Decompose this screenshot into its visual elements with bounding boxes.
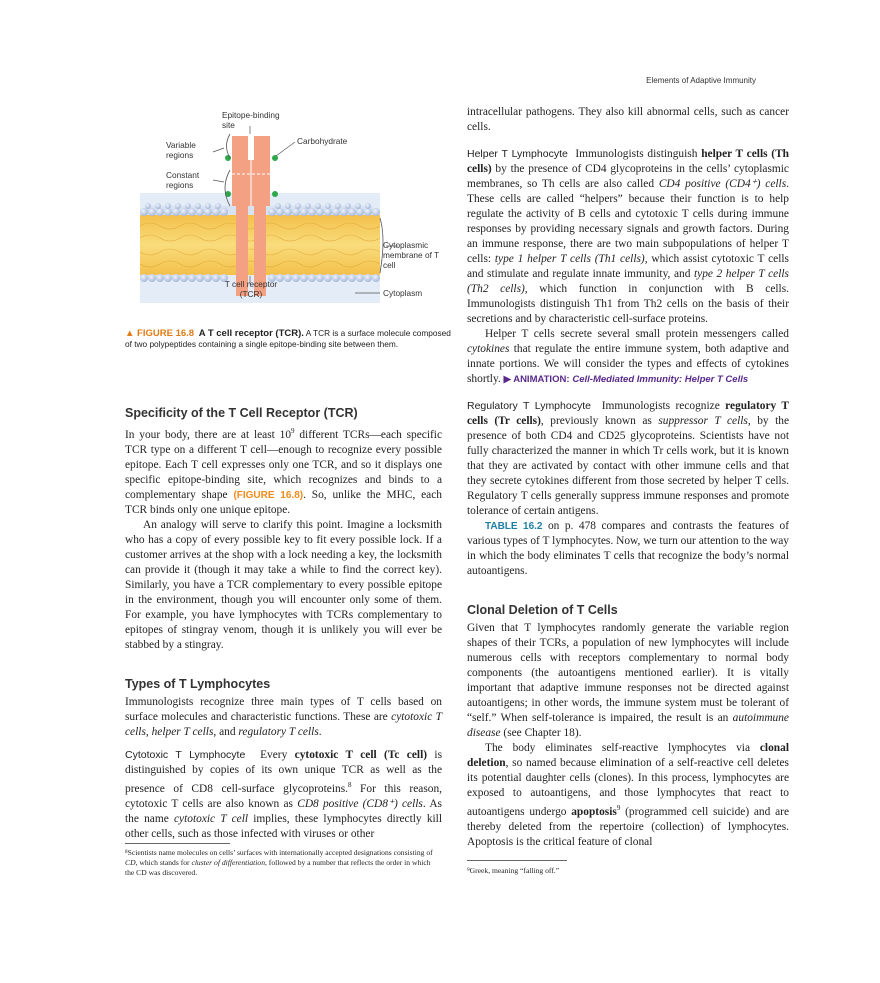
phospholipid-heads-top <box>140 203 380 216</box>
right-column: intracellular pathogens. They also kill … <box>467 105 789 850</box>
paragraph: Cytotoxic T Lymphocyte Every cytotoxic T… <box>125 748 443 840</box>
paragraph: Given that T lymphocytes randomly genera… <box>467 622 789 739</box>
figure-number: ▲ FIGURE 16.8 <box>125 328 195 339</box>
paragraph: Helper T cells secrete several small pro… <box>467 328 789 385</box>
label-cytoplasm: Cytoplasm <box>383 288 423 298</box>
paragraph: Regulatory T Lymphocyte Immunologists re… <box>467 400 790 517</box>
run-in-heading: Cytotoxic T Lymphocyte <box>125 748 246 761</box>
label-cytoplasmic-membrane: Cytoplasmic membrane of T cell <box>383 240 439 270</box>
footnote-rule <box>125 843 230 844</box>
label-carbohydrate: Carbohydrate <box>297 136 348 146</box>
heading-clonal-deletion: Clonal Deletion of T Cells <box>467 603 618 617</box>
paragraph: intracellular pathogens. They also kill … <box>467 106 789 133</box>
paragraph: Immunologists recognize three main types… <box>125 695 442 738</box>
run-in-heading: Regulatory T Lymphocyte <box>467 400 591 412</box>
footnote-8: ⁸Scientists name molecules on cells’ sur… <box>125 848 433 877</box>
label-constant-regions: Constant regions <box>166 170 200 190</box>
figure-caption: ▲ FIGURE 16.8 A T cell receptor (TCR). A… <box>125 328 455 350</box>
phospholipid-heads-bottom <box>140 274 380 282</box>
paragraph: In your body, there are at least 109 dif… <box>125 427 442 516</box>
paragraph: An analogy will serve to clarify this po… <box>125 518 442 651</box>
figure-ref-link[interactable]: (FIGURE 16.8) <box>233 489 304 501</box>
label-tcr: T cell receptor (TCR) <box>224 279 278 299</box>
table-ref-link[interactable]: TABLE 16.2 <box>485 521 543 532</box>
run-in-heading: Helper T Lymphocyte <box>467 148 568 160</box>
tcr-diagram <box>139 126 398 303</box>
figure-caption-text: A TCR is a surface molecule composed of … <box>125 328 451 349</box>
tcr-polypeptides <box>232 134 270 296</box>
footnote-rule <box>467 860 567 861</box>
paragraph: The body eliminates self-reactive lympho… <box>467 742 789 848</box>
figure-title: A T cell receptor (TCR). <box>198 328 304 339</box>
label-variable-regions: Variable regions <box>166 140 196 160</box>
animation-link-label[interactable]: ▶ ANIMATION: <box>503 374 570 385</box>
heading-tcr-specificity: Specificity of the T Cell Receptor (TCR) <box>125 406 358 420</box>
paragraph: Helper T Lymphocyte Immunologists distin… <box>467 148 790 325</box>
heading-types-of-t-lymphocytes: Types of T Lymphocytes <box>125 676 271 691</box>
running-header: Elements of Adaptive Immunity <box>646 76 756 85</box>
paragraph: TABLE 16.2 on p. 478 compares and contra… <box>467 520 789 577</box>
label-epitope-binding-site: Epitope-binding site <box>222 110 280 130</box>
tcr-figure: Epitope-binding site Variable regions Co… <box>139 108 460 308</box>
footnote-9: ⁹Greek, meaning “falling off.” <box>467 866 560 875</box>
animation-link[interactable]: Cell-Mediated Immunity: Helper T Cells <box>572 374 749 385</box>
left-column: Specificity of the T Cell Receptor (TCR)… <box>125 406 442 842</box>
